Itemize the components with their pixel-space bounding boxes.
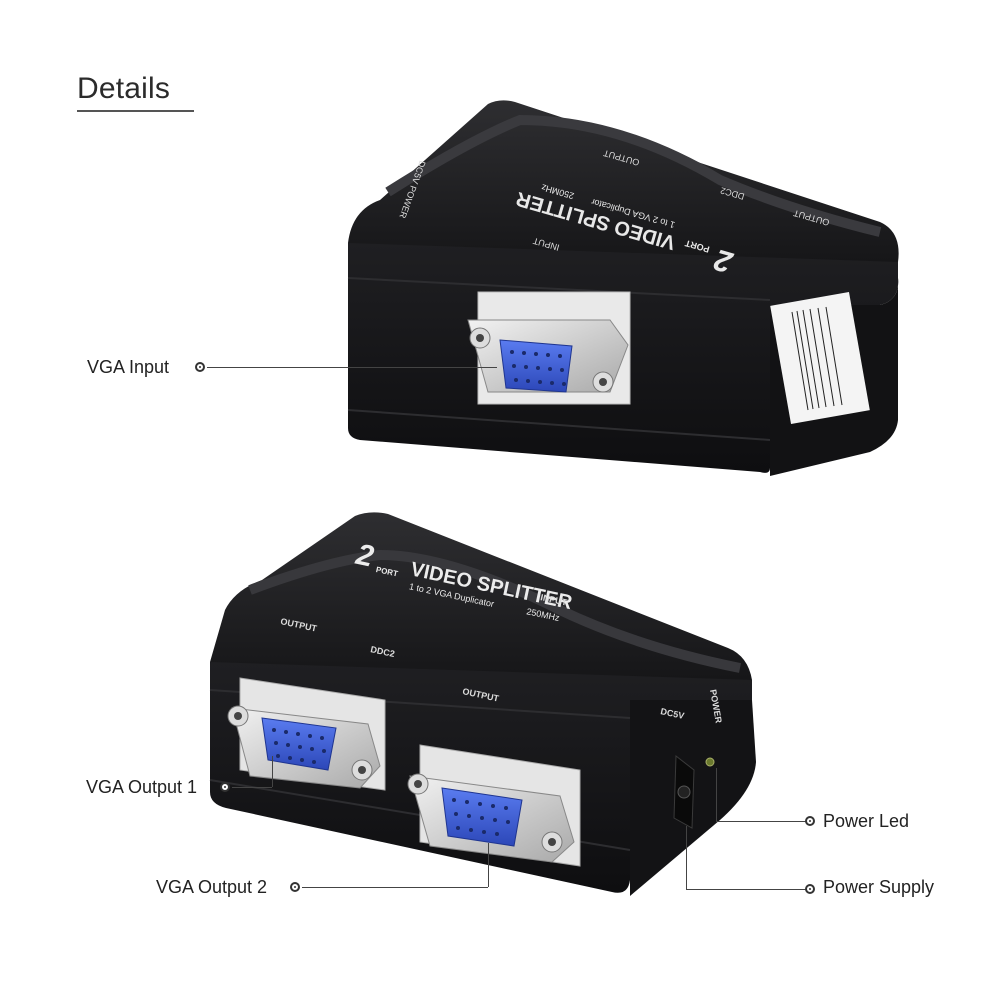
power-led-leader-v: [716, 768, 717, 821]
power-supply-leader-h: [686, 889, 810, 890]
vga-input-port: [467, 291, 631, 405]
power-supply-leader-v: [686, 826, 687, 889]
bottom-dc-label: DC5V: [660, 706, 686, 721]
vga-input-dot-icon: [195, 362, 205, 372]
bottom-ddc-label: DDC2: [370, 644, 396, 659]
power-jack: [673, 755, 695, 829]
splitter-device-top: 2 PORT VIDEO SPLITTER 1 to 2 VGA Duplica…: [347, 100, 899, 476]
power-led-label: Power Led: [823, 811, 910, 831]
vga-output-1-label: VGA Output 1: [86, 777, 198, 797]
power-supply-dot-icon: [805, 884, 815, 894]
vga-output-1-leader-v: [272, 756, 273, 787]
vga-output-1-dot-icon: [220, 782, 230, 792]
splitter-device-bottom: 2 PORT VIDEO SPLITTER 1 to 2 VGA Duplica…: [209, 512, 756, 896]
vga-output-2-leader-v: [488, 843, 489, 887]
power-led-dot-icon: [805, 816, 815, 826]
power-led-leader-h: [716, 821, 810, 822]
vga-output-1-port: [227, 677, 386, 791]
page-title: Details: [77, 72, 171, 105]
vga-input-leader: [207, 367, 497, 368]
vga-output-2-port: [407, 744, 581, 867]
vga-input-label: VGA Input: [87, 357, 170, 377]
power-supply-label: Power Supply: [823, 877, 935, 897]
vga-output-2-leader-h: [302, 887, 488, 888]
vga-output-2-dot-icon: [290, 882, 300, 892]
vga-output-2-label: VGA Output 2: [156, 877, 268, 897]
vga-output-1-leader-h: [232, 787, 272, 788]
title-underline: [77, 110, 194, 112]
power-led: [705, 757, 715, 767]
